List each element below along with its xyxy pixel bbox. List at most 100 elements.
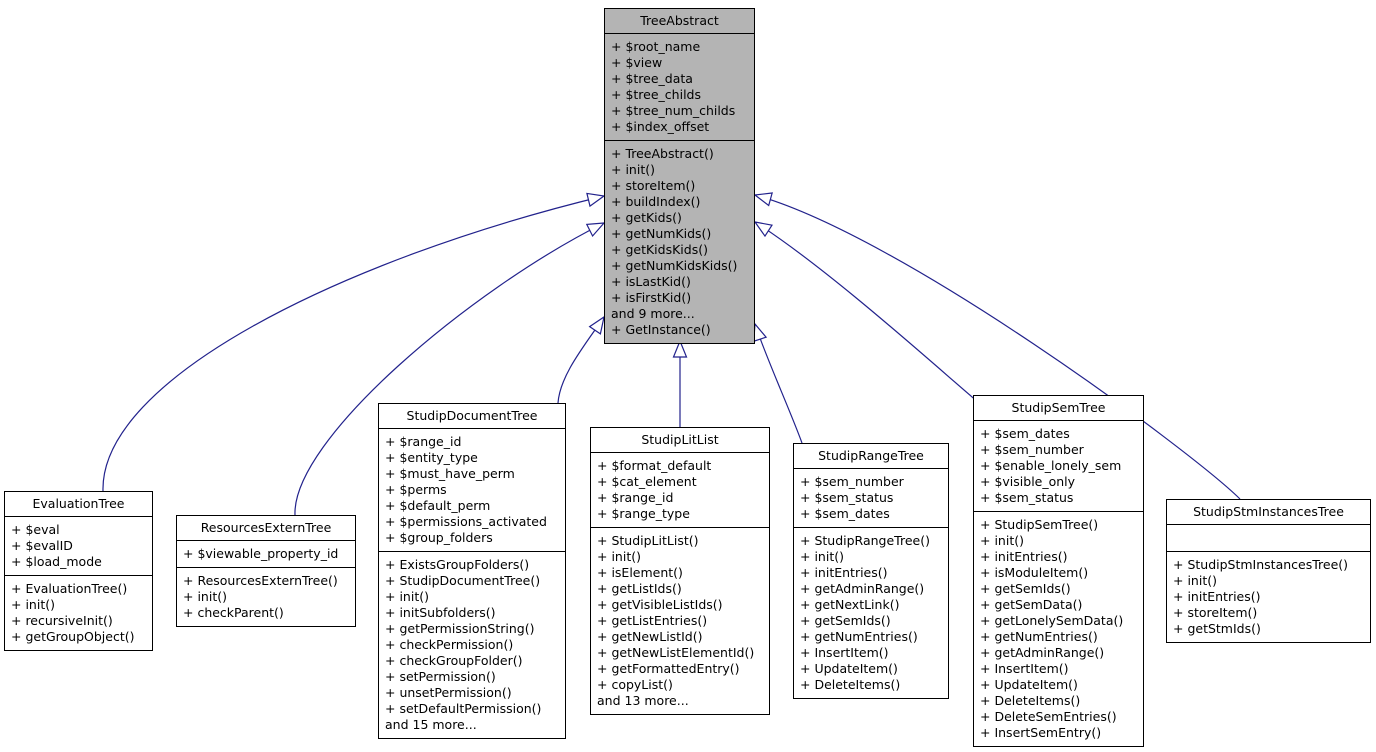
method-row: + getPermissionString() [385,621,535,636]
method-row: + storeItem() [611,178,696,193]
method-row: + InsertItem() [800,645,889,660]
inheritance-arrowhead [585,222,606,238]
attribute-row: + $eval [11,522,60,537]
method-row: + TreeAbstract() [611,146,714,161]
attribute-row: + $sem_dates [980,426,1070,441]
attributes-compartment [1167,525,1370,552]
class-title: TreeAbstract [605,9,754,34]
attributes-compartment: + $format_default+ $cat_element+ $range_… [591,453,769,528]
method-row: + initEntries() [1173,589,1261,604]
methods-compartment: + ResourcesExternTree()+ init()+ checkPa… [177,568,355,626]
inheritance-arrowhead [586,192,606,208]
method-row: + getSemIds() [800,613,891,628]
class-node-treeabstract[interactable]: TreeAbstract+ $root_name+ $view+ $tree_d… [604,8,755,344]
method-row: + isLastKid() [611,274,691,289]
method-row: + setDefaultPermission() [385,701,542,716]
method-row: + init() [800,549,844,564]
attribute-row: + $viewable_property_id [183,546,339,561]
method-row: + getNewListElementId() [597,645,755,660]
attribute-row: + $entity_type [385,450,478,465]
method-row: + getNumKids() [611,226,712,241]
method-row: + getStmIds() [1173,621,1261,636]
method-row: + isModuleItem() [980,565,1089,580]
methods-compartment: + StudipLitList()+ init()+ isElement()+ … [591,528,769,714]
attribute-row: + $visible_only [980,474,1076,489]
method-row: + init() [183,589,227,604]
inheritance-edge-resourcesexterntree-to-treeabstract [294,222,606,516]
method-row: + getSemData() [980,597,1083,612]
method-row: + StudipRangeTree() [800,533,930,548]
attributes-compartment: + $root_name+ $view+ $tree_data+ $tree_c… [605,34,754,141]
method-row: + checkParent() [183,605,284,620]
inheritance-arrowhead [672,339,688,358]
attribute-row: + $view [611,55,663,70]
methods-compartment: + StudipRangeTree()+ init()+ initEntries… [794,528,948,698]
inheritance-edge-line [102,195,605,492]
method-row: + recursiveInit() [11,613,113,628]
method-row: + getAdminRange() [800,581,925,596]
attribute-row: + $sem_status [980,490,1074,505]
method-row: + buildIndex() [611,194,701,209]
attribute-row: + $sem_status [800,490,894,505]
methods-compartment: + TreeAbstract()+ init()+ storeItem()+ b… [605,141,754,343]
inheritance-edge-studiprangetree-to-treeabstract [753,322,803,444]
method-row: + init() [611,162,655,177]
method-row: + getFormattedEntry() [597,661,740,676]
method-row: + InsertItem() [980,661,1069,676]
method-row: + getSemIds() [980,581,1071,596]
attribute-row: + $perms [385,482,447,497]
class-node-evaluationtree[interactable]: EvaluationTree+ $eval+ $evalID+ $load_mo… [4,491,153,651]
method-row: + init() [11,597,55,612]
inheritance-edge-line [754,221,979,403]
attribute-row: + $sem_dates [800,506,890,521]
attribute-row: + $enable_lonely_sem [980,458,1122,473]
method-row: + UpdateItem() [980,677,1078,692]
class-node-studiplitlist[interactable]: StudipLitList+ $format_default+ $cat_ele… [590,427,770,715]
class-title: EvaluationTree [5,492,152,517]
method-row: + DeleteSemEntries() [980,709,1117,724]
method-row: + getVisibleListIds() [597,597,723,612]
method-row: + copyList() [597,677,673,692]
attribute-row: + $range_id [597,490,674,505]
attribute-row: + $range_id [385,434,462,449]
method-row: + getKidsKids() [611,242,708,257]
inheritance-edge-studipstminstancestree-to-treeabstract [753,192,1241,500]
method-row: + init() [1173,573,1217,588]
method-row: + unsetPermission() [385,685,512,700]
class-node-studiprangetree[interactable]: StudipRangeTree+ $sem_number+ $sem_statu… [793,443,949,699]
inheritance-edge-studipsemtree-to-treeabstract [753,221,979,403]
method-row: + DeleteItems() [800,677,901,692]
attribute-row: + $load_mode [11,554,102,569]
method-row: + getLonelySemData() [980,613,1124,628]
method-row: + UpdateItem() [800,661,898,676]
inheritance-arrowhead [753,192,773,207]
inheritance-edge-evaluationtree-to-treeabstract [102,192,606,492]
class-title: StudipDocumentTree [379,404,565,429]
attribute-row: + $evalID [11,538,73,553]
inheritance-arrowhead [588,315,605,335]
method-row: + getNumEntries() [980,629,1098,644]
method-row: + init() [980,533,1024,548]
method-row: and 15 more... [385,717,477,732]
attribute-row: + $tree_data [611,71,693,86]
method-row: + DeleteItems() [980,693,1081,708]
method-row: + isFirstKid() [611,290,692,305]
inheritance-edge-line [754,194,1241,500]
class-title: StudipRangeTree [794,444,948,469]
class-node-studipsemtree[interactable]: StudipSemTree+ $sem_dates+ $sem_number+ … [973,395,1144,747]
class-node-studipdocumenttree[interactable]: StudipDocumentTree + $range_id+ $entity_t… [378,403,566,739]
method-row: + setPermission() [385,669,496,684]
attributes-compartment: + $eval+ $evalID+ $load_mode [5,517,152,576]
inheritance-edge-studipdocumenttree-to-treeabstract [557,315,605,404]
attribute-row: + $sem_number [980,442,1084,457]
method-row: and 13 more... [597,693,689,708]
attribute-row: + $default_perm [385,498,491,513]
inheritance-arrowhead [753,221,773,238]
class-node-studipstminstancestree[interactable]: StudipStmInstancesTree+ StudipStmInstanc… [1166,499,1371,643]
attribute-row: + $index_offset [611,119,710,134]
method-row: + init() [597,549,641,564]
attribute-row: + $group_folders [385,530,493,545]
class-node-resourcesexterntree[interactable]: ResourcesExternTree+ $viewable_property_… [176,515,356,627]
method-row: + GetInstance() [611,322,711,337]
class-title: StudipLitList [591,428,769,453]
